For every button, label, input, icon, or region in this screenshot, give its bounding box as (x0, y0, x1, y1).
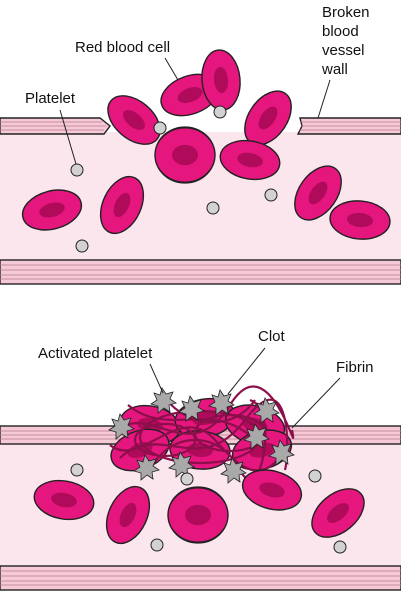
activated-platelet (108, 413, 135, 440)
red-blood-cell (153, 126, 217, 184)
clot (104, 385, 297, 484)
label-broken-wall-2: blood (322, 23, 359, 40)
activated-platelet (268, 439, 295, 466)
activated-platelet (168, 451, 195, 478)
platelet (213, 105, 227, 119)
red-blood-cell (166, 486, 230, 544)
platelet (206, 201, 220, 215)
platelet (70, 463, 84, 477)
activated-platelet (133, 454, 160, 481)
platelet (70, 163, 84, 177)
label-broken-wall-1: Broken (322, 4, 370, 21)
platelet (153, 121, 167, 135)
label-platelet: Platelet (25, 90, 76, 107)
bottom-panel (0, 385, 401, 591)
label-clot: Clot (258, 328, 286, 345)
label-activated-platelet: Activated platelet (38, 345, 153, 362)
activated-platelet (243, 423, 270, 450)
bottom-lower-wall (0, 565, 401, 591)
platelet (308, 469, 322, 483)
platelet (150, 538, 164, 552)
platelet (264, 188, 278, 202)
top-panel (0, 47, 401, 285)
platelet (333, 540, 347, 554)
activated-platelet (253, 397, 280, 424)
activated-platelet (220, 457, 247, 484)
platelet (75, 239, 89, 253)
top-lower-wall (0, 259, 401, 285)
activated-platelet (178, 395, 205, 422)
activated-platelet (208, 389, 235, 416)
label-red-blood-cell: Red blood cell (75, 39, 170, 56)
activated-platelet (150, 387, 177, 414)
label-broken-wall-3: vessel (322, 42, 365, 59)
platelet (180, 472, 194, 486)
label-fibrin: Fibrin (336, 359, 374, 376)
label-broken-wall-4: wall (321, 61, 348, 78)
activated-platelets (108, 387, 295, 484)
